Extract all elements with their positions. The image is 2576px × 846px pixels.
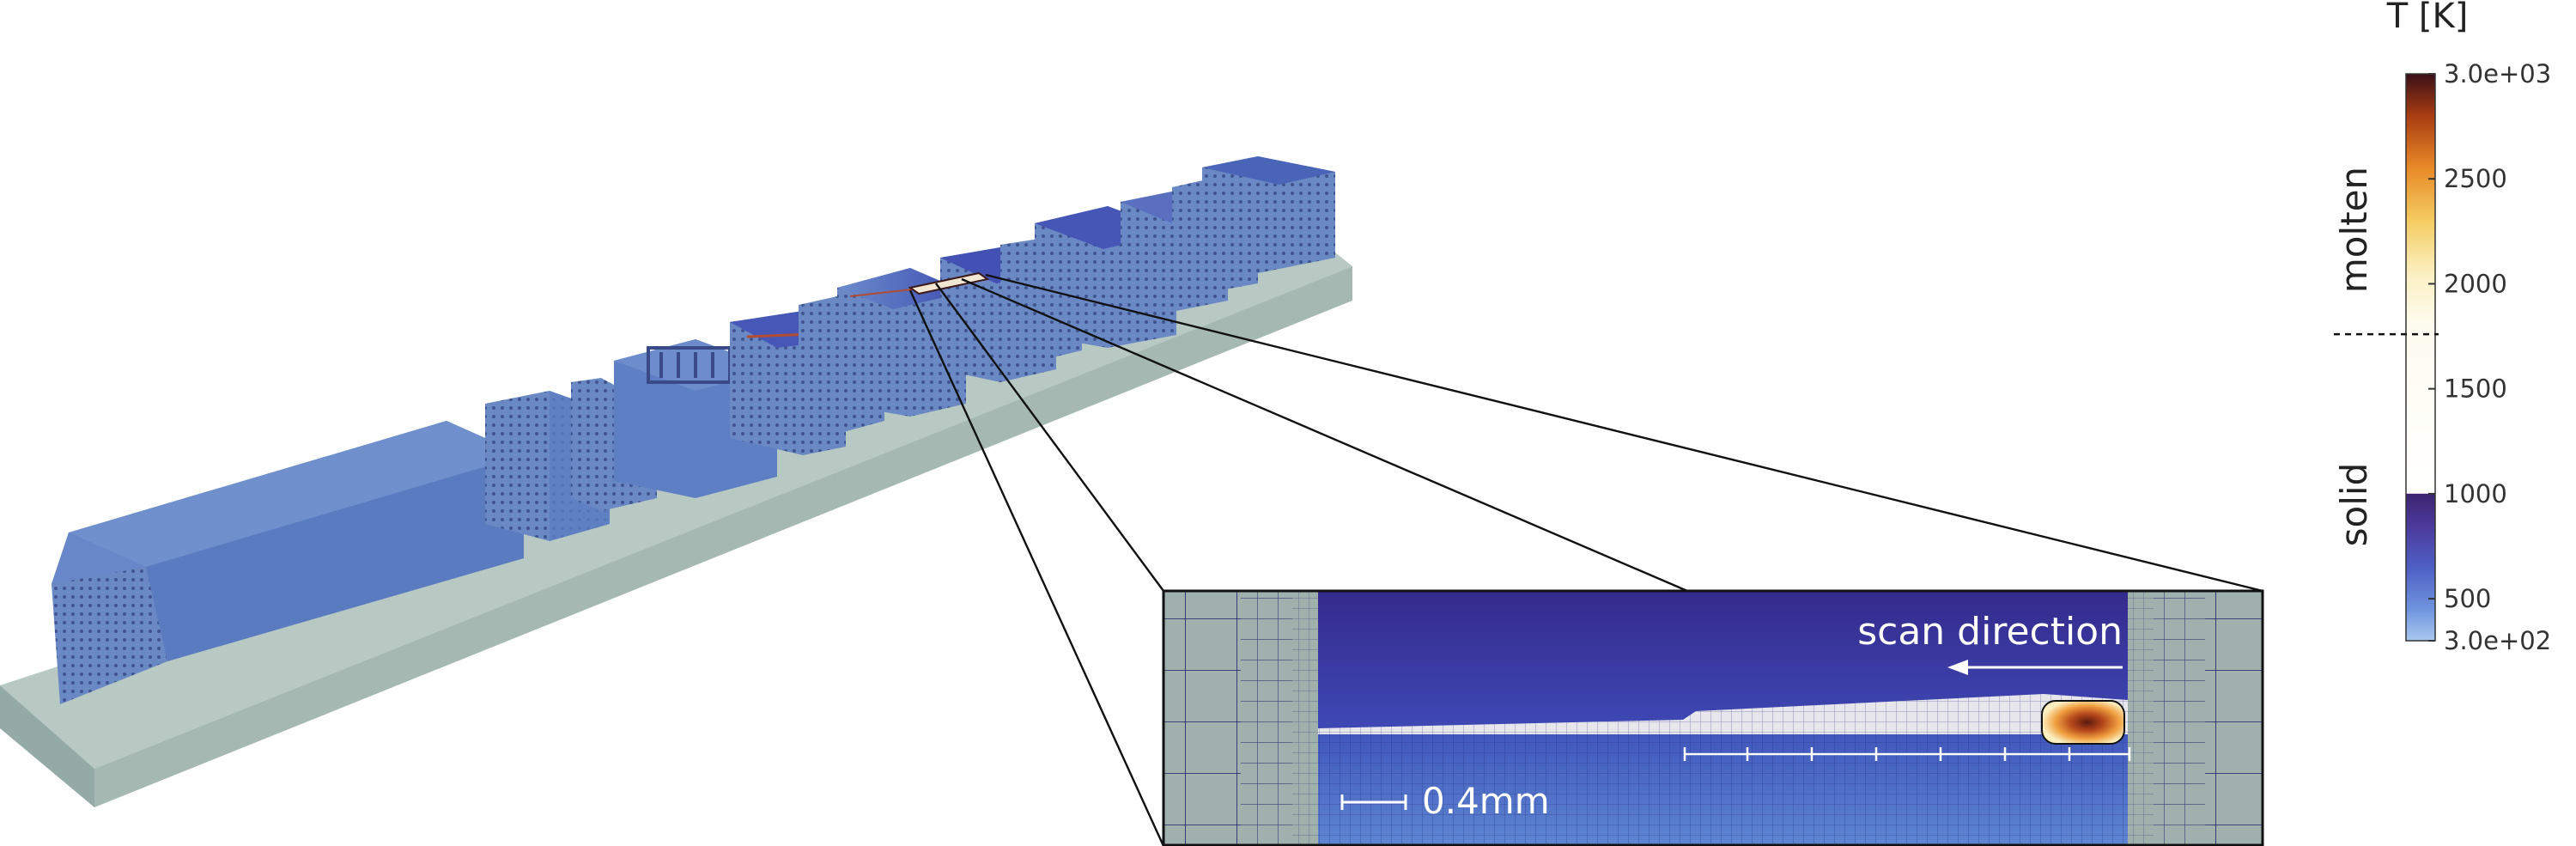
phase-label-molten: molten: [2333, 167, 2375, 293]
part-large-wedge: [52, 421, 524, 704]
colorbar-ticks: 3.0e+03 2500 2000 1500 1000 500 3.0e+02: [2428, 59, 2551, 655]
track-ruler: [1683, 747, 2131, 761]
colorbar-tick-label: 3.0e+02: [2444, 626, 2551, 655]
baseplate-front: [0, 685, 94, 807]
phase-label-solid: solid: [2333, 463, 2375, 547]
zoom-callout-lines: [908, 273, 2263, 846]
baseplate-side: [94, 266, 1352, 807]
inset-view: scan direction 0.4mm: [1162, 589, 2264, 846]
scale-bar-label: 0.4mm: [1422, 780, 1550, 822]
colorbar-tick-label: 1000: [2444, 479, 2507, 508]
build-scene: [0, 156, 1352, 807]
scan-arrow-head: [1947, 660, 1968, 675]
part-cube-6: [837, 268, 966, 417]
colorbar: T [K] 3.0e+0325002000150010005003.0e+02 …: [2333, 0, 2551, 655]
inset-frame: [1162, 589, 2264, 846]
scale-bar: [1340, 794, 1407, 810]
colorbar-title: T [K]: [2386, 0, 2469, 36]
colorbar-tick-label: 2000: [2444, 269, 2507, 298]
scan-direction-label: scan direction: [1857, 610, 2123, 654]
colorbar-tick-label: 1500: [2444, 374, 2507, 404]
colorbar-tick-label: 500: [2444, 584, 2491, 613]
colorbar-tick-label: 2500: [2444, 164, 2507, 193]
colorbar-tick-label: 3.0e+03: [2444, 59, 2551, 88]
melt-pool: [2041, 700, 2125, 745]
part-cube-12: [1202, 156, 1335, 273]
colorbar-gradient: [2405, 73, 2436, 642]
